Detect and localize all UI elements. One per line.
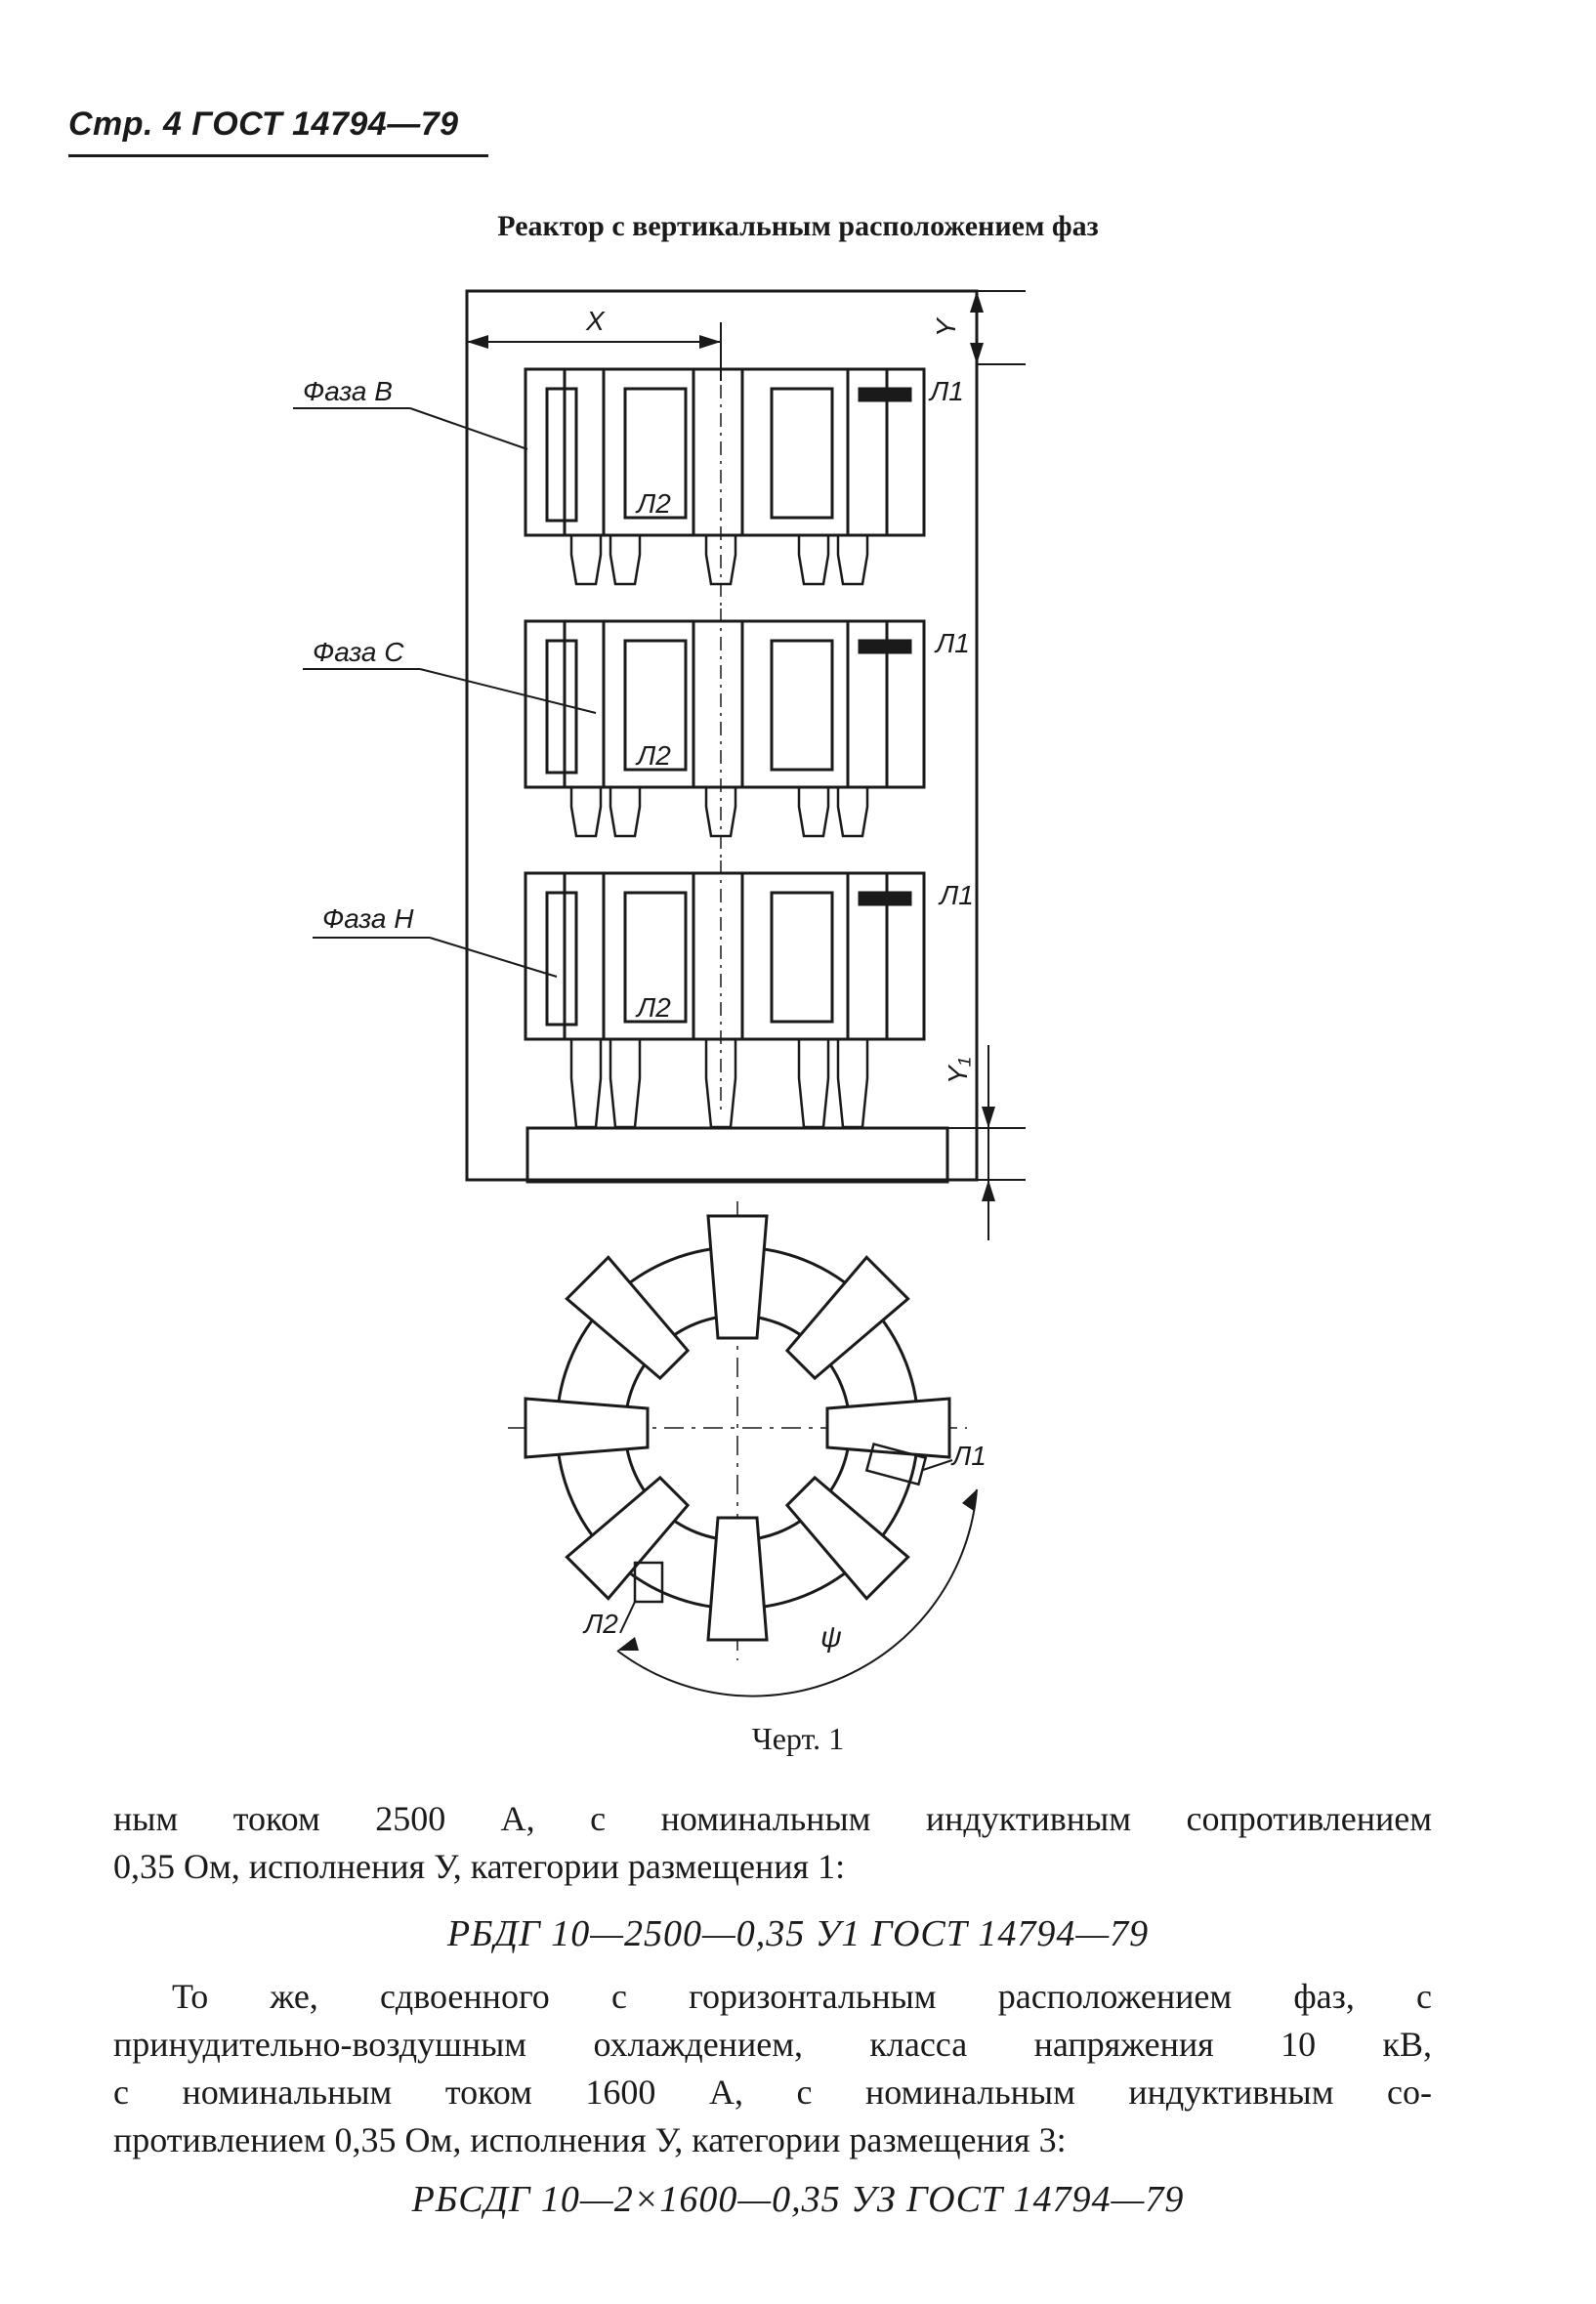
paragraph-1-line: 0,35 Ом, исполнения У, категории размеще… — [113, 1847, 846, 1886]
terminal-l1-h: Л1 — [938, 880, 974, 910]
plan-l1-label: Л1 — [950, 1441, 987, 1471]
paragraph-1: ным током 2500 А, с номинальным индуктив… — [113, 1795, 1432, 1891]
figure-title: Реактор с вертикальным расположением фаз — [497, 210, 1099, 242]
plan-spokes — [524, 1214, 951, 1642]
plan-terminal-l1 — [864, 1442, 928, 1487]
dimension-y1-label: Y₁ — [943, 1057, 973, 1084]
figure-caption: Черт. 1 — [751, 1721, 845, 1756]
page-header: Стр. 4 ГОСТ 14794—79 — [68, 105, 459, 143]
outer-frame — [465, 289, 979, 1182]
paragraph-1-line: ным током 2500 А, с номинальным индуктив… — [113, 1799, 1432, 1838]
paragraph-2-line: принудительно-воздушным охлаждением, кла… — [113, 2025, 1432, 2064]
angle-arc — [616, 1488, 978, 1697]
paragraph-2: То же, сдвоенного с горизонтальным распо… — [113, 1973, 1432, 2164]
paragraph-2-line: То же, сдвоенного с горизонтальным распо… — [172, 1977, 1432, 2016]
insulators — [569, 533, 869, 1129]
terminal-l1-c: Л1 — [934, 628, 970, 658]
base-plate — [525, 1126, 949, 1184]
designation-2: РБСДГ 10—2×1600—0,35 УЗ ГОСТ 14794—79 — [411, 2179, 1185, 2220]
designation-1: РБДГ 10—2500—0,35 У1 ГОСТ 14794—79 — [446, 1913, 1150, 1954]
angle-label: ψ — [820, 1621, 842, 1654]
reactor-drawing: X Y Y₁ — [293, 289, 1026, 1697]
phase-block-h — [524, 860, 926, 1114]
header-rule — [68, 154, 488, 157]
terminal-l2-b: Л2 — [635, 488, 671, 519]
paragraph-2-line: с номинальным током 1600 А, с номинальны… — [113, 2073, 1432, 2112]
phase-label-b: Фаза В — [303, 376, 393, 406]
dimension-y-label: Y — [931, 316, 961, 337]
terminal-l2-h: Л2 — [635, 992, 671, 1023]
plan-l2-label: Л2 — [582, 1609, 618, 1639]
dimension-y: Y — [931, 290, 1026, 365]
phase-label-c: Фаза С — [313, 637, 404, 667]
phase-label-h: Фаза Н — [322, 903, 414, 934]
paragraph-2-line: противлением 0,35 Ом, исполнения У, кате… — [113, 2120, 1067, 2159]
dimension-y1: Y₁ — [938, 1045, 1026, 1240]
dimension-x: X — [467, 306, 722, 381]
terminal-l1-b: Л1 — [928, 376, 964, 406]
plan-view: Л1 Л2 ψ — [508, 1201, 987, 1697]
dimension-x-label: X — [585, 306, 606, 336]
terminal-l2-c: Л2 — [635, 740, 671, 771]
plan-terminal-l2 — [633, 1561, 664, 1604]
phase-block-b — [524, 356, 926, 610]
phase-label-leaders — [293, 407, 597, 978]
